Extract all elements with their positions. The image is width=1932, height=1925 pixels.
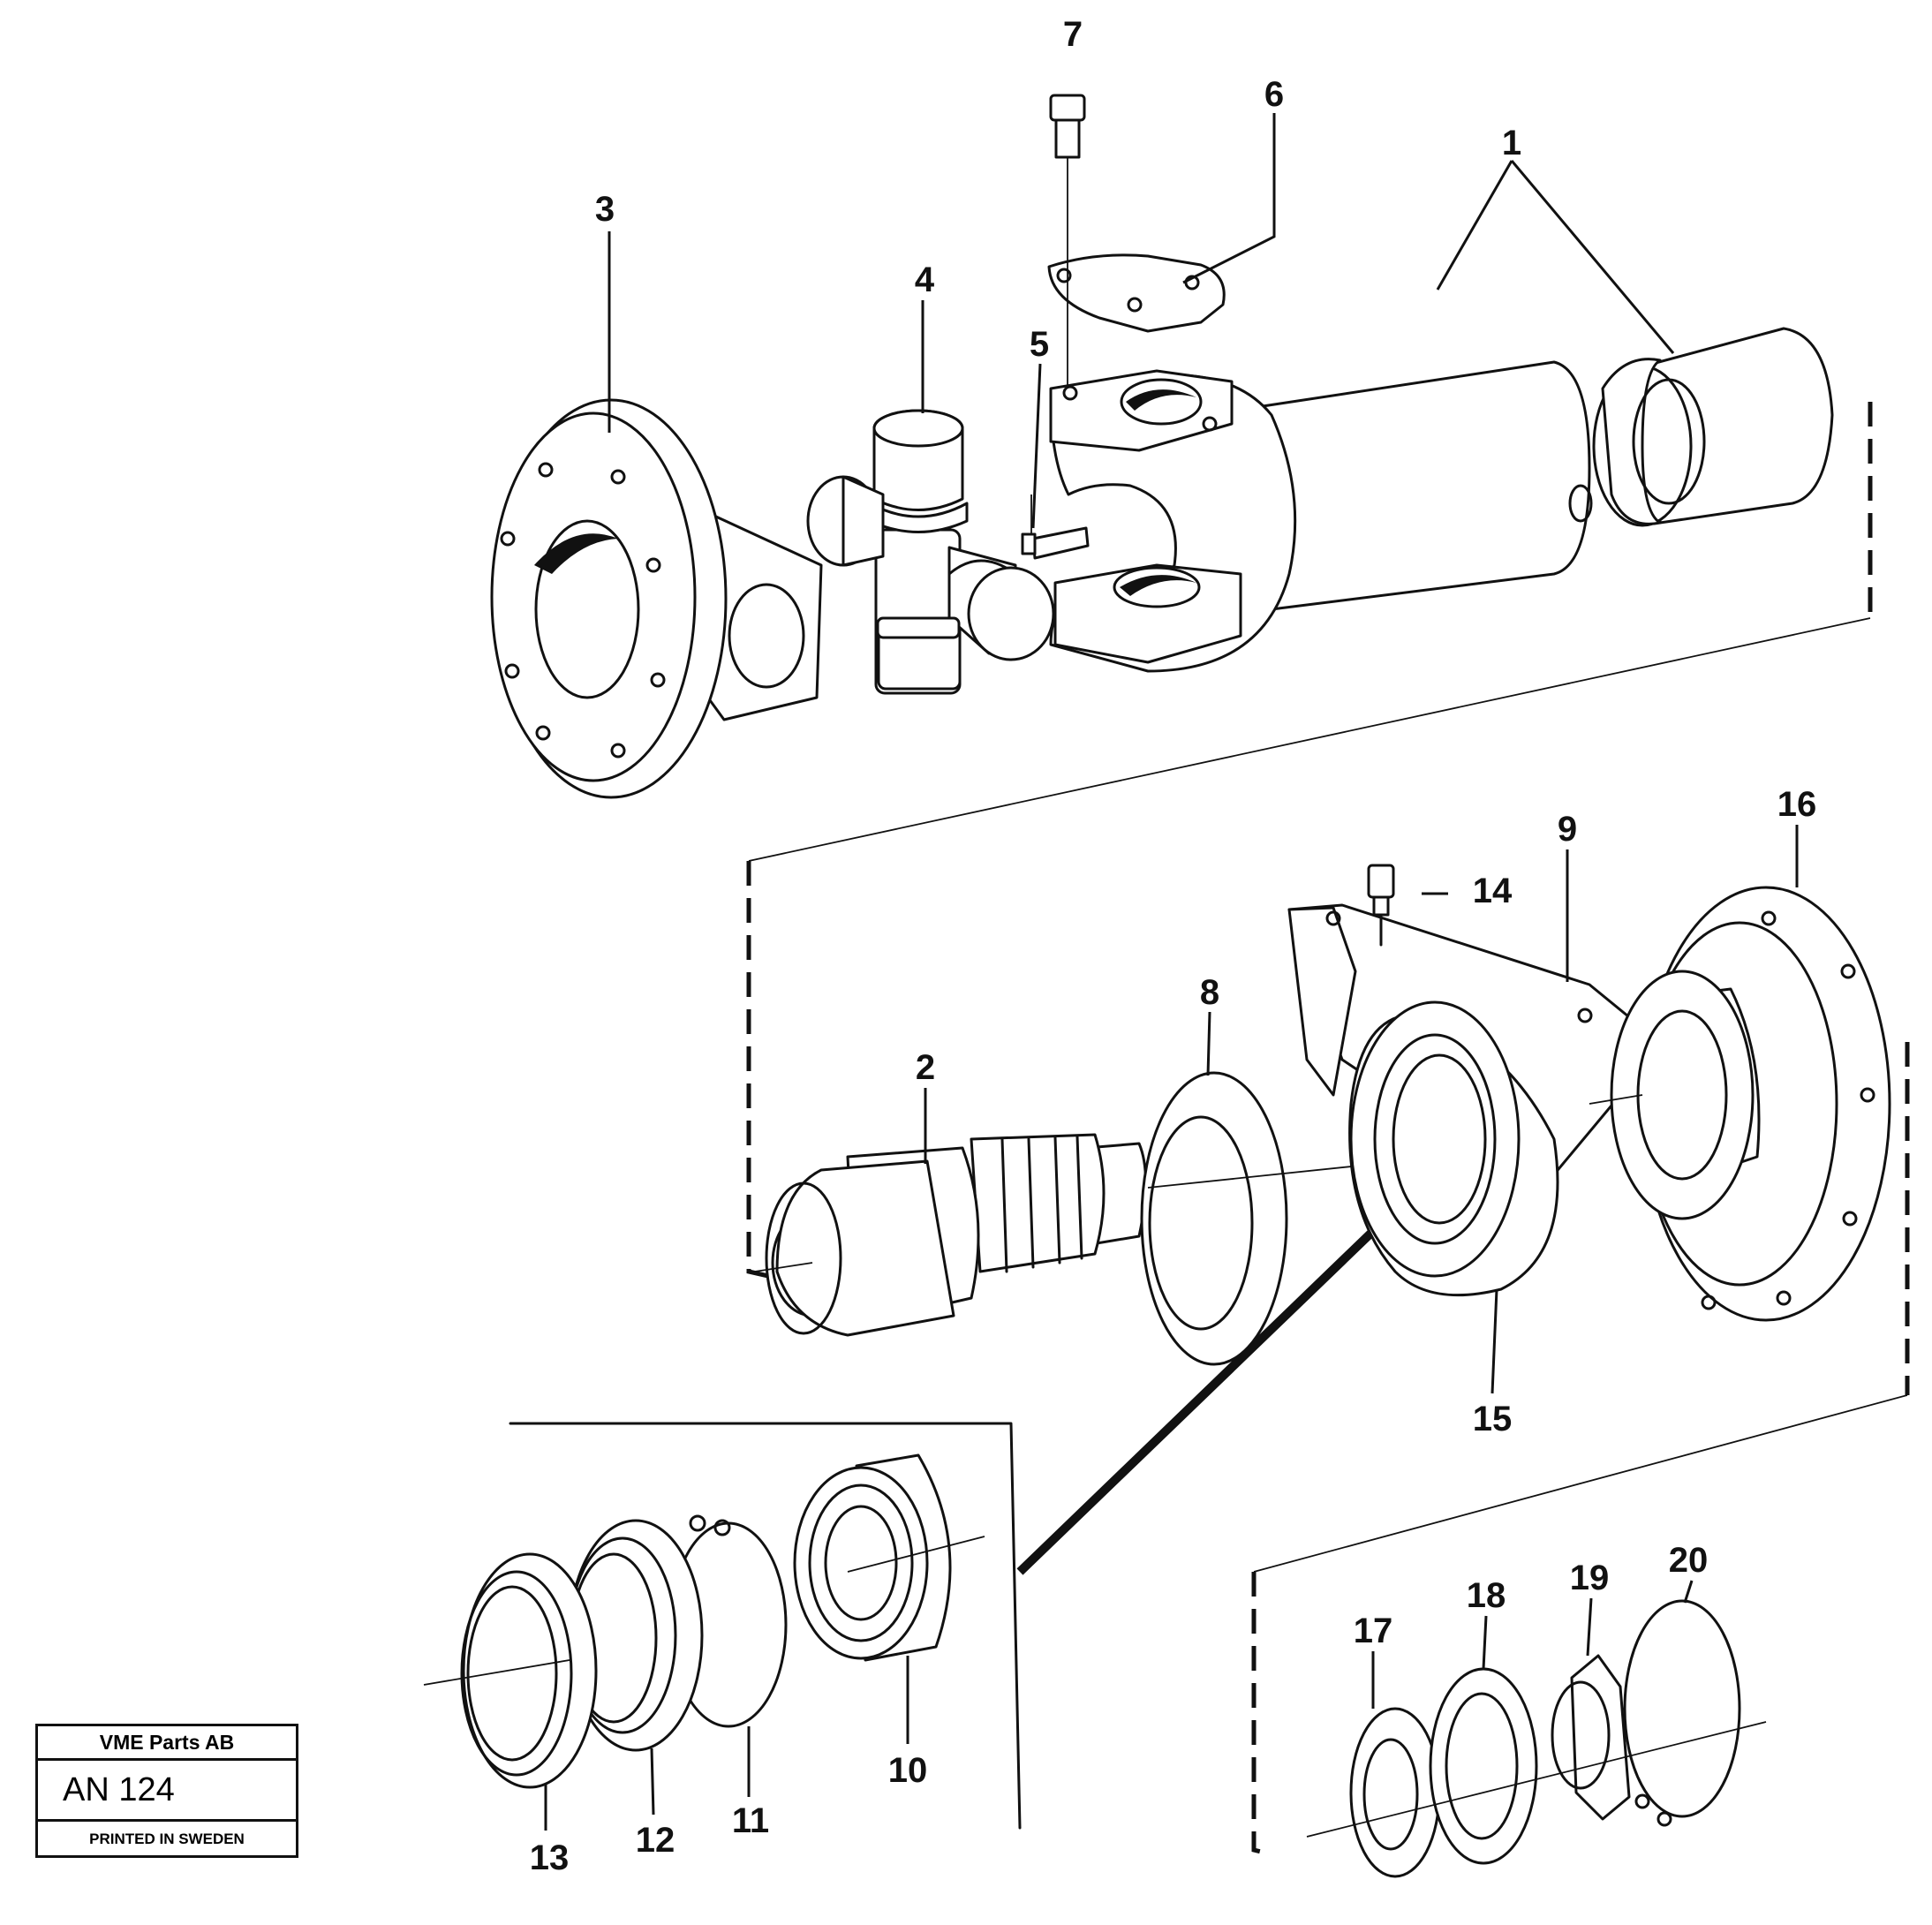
dashed-frame-middle: [1251, 1042, 1910, 1857]
stamp-printed: PRINTED IN SWEDEN: [89, 1831, 245, 1847]
part-10-ball-bearing: [793, 1453, 985, 1662]
stamp-company: VME Parts AB: [38, 1726, 296, 1761]
label-part-14: 14: [1473, 872, 1513, 910]
part-5-grease-nipple: [1021, 494, 1090, 560]
label-part-9: 9: [1558, 810, 1577, 849]
label-part-6: 6: [1264, 75, 1284, 114]
part-6-cover-plate: [1047, 253, 1226, 333]
part-16-companion-flange: [1589, 886, 1891, 1322]
label-part-8: 8: [1200, 973, 1219, 1012]
label-part-10: 10: [888, 1751, 928, 1790]
part-1-shaft-tube: [1049, 327, 1834, 673]
part-number-labels: 1 2 3 4 5 6 7 8 9 10 11 12 13 14 15 16 1…: [530, 15, 1817, 1877]
stamp-code: AN 124: [38, 1761, 296, 1822]
label-part-11: 11: [732, 1801, 769, 1840]
label-part-20: 20: [1669, 1541, 1709, 1580]
label-part-7: 7: [1063, 15, 1083, 54]
part-13-seal: [423, 1552, 598, 1789]
detail-frame-bearing: [509, 1208, 1397, 1830]
part-20-circlip: [1623, 1599, 1741, 1827]
label-part-1: 1: [1502, 124, 1521, 162]
label-part-4: 4: [915, 260, 935, 299]
part-2-spline-shaft: [754, 1133, 1147, 1337]
part-8-washer: [1140, 1071, 1361, 1366]
title-stamp: VME Parts AB AN 124 PRINTED IN SWEDEN: [35, 1724, 298, 1858]
label-part-3: 3: [595, 190, 615, 229]
part-7-screw: [1049, 94, 1086, 389]
label-part-5: 5: [1030, 325, 1049, 364]
label-part-2: 2: [916, 1048, 935, 1087]
label-part-17: 17: [1354, 1612, 1393, 1650]
part-3-flange-yoke: [490, 398, 823, 799]
part-4-universal-joint: [806, 409, 1055, 695]
label-part-12: 12: [636, 1821, 675, 1860]
label-part-19: 19: [1570, 1559, 1610, 1597]
part-19-nut: [1551, 1654, 1631, 1821]
label-part-15: 15: [1473, 1400, 1513, 1438]
part-18-lock-washer: [1429, 1667, 1538, 1865]
dashed-frame-top: [746, 402, 1873, 1279]
label-part-13: 13: [530, 1838, 570, 1877]
part-12-seal: [568, 1519, 704, 1752]
leader-lines: [544, 113, 1799, 1831]
label-part-16: 16: [1777, 785, 1817, 824]
part-15-bearing-housing: [1348, 1000, 1559, 1297]
part-17-washer: [1349, 1707, 1441, 1878]
part-14-grease-nipple: [1367, 864, 1395, 947]
label-part-18: 18: [1467, 1576, 1506, 1615]
